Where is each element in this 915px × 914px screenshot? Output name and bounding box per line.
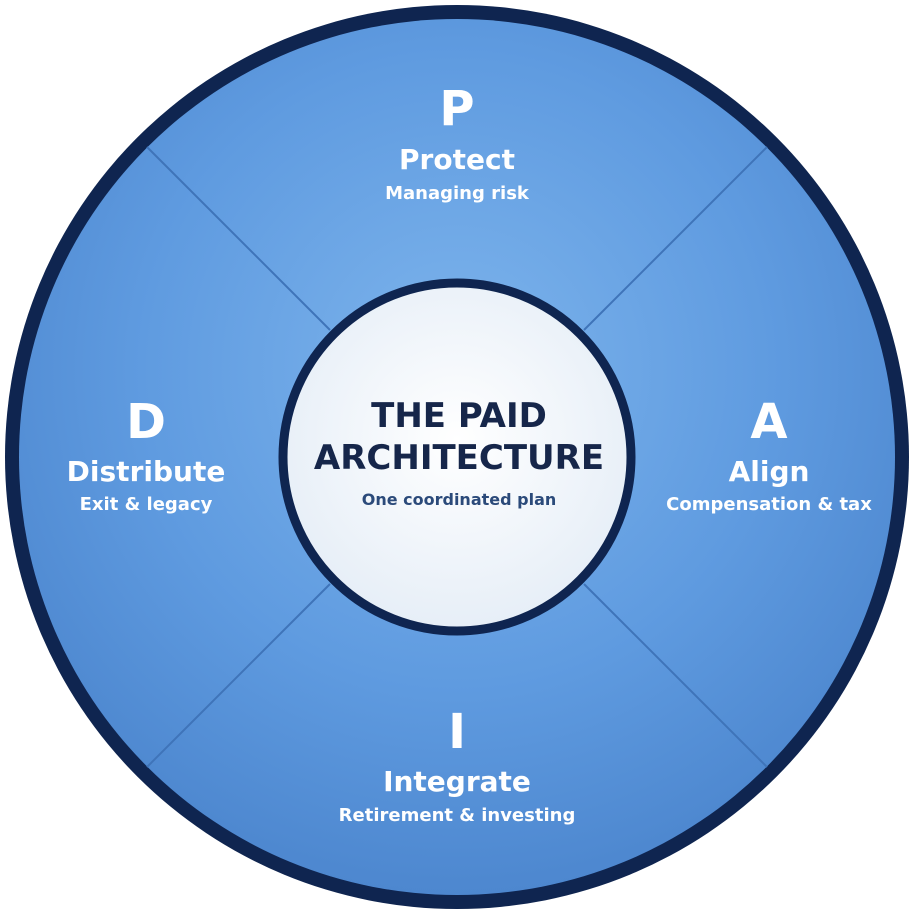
distribute-title: Distribute <box>67 455 226 488</box>
align-subtitle: Compensation & tax <box>666 494 872 515</box>
align-title: Align <box>729 455 810 488</box>
integrate-letter: I <box>448 704 466 760</box>
protect-letter: P <box>439 81 474 137</box>
protect-title: Protect <box>399 143 515 176</box>
center-title-line1: THE PAID <box>371 396 547 436</box>
center-hub <box>278 278 636 636</box>
align-letter: A <box>750 394 787 450</box>
protect-subtitle: Managing risk <box>385 183 530 204</box>
distribute-letter: D <box>126 394 166 450</box>
divider-bottom-left <box>146 583 331 768</box>
divider-top-left <box>146 146 331 331</box>
integrate-title: Integrate <box>383 765 531 798</box>
integrate-subtitle: Retirement & investing <box>339 805 576 826</box>
distribute-subtitle: Exit & legacy <box>80 494 213 515</box>
divider-bottom-right <box>583 583 768 768</box>
center-subtitle: One coordinated plan <box>362 490 557 509</box>
divider-top-right <box>583 146 768 331</box>
center-title-line2: ARCHITECTURE <box>314 438 604 478</box>
